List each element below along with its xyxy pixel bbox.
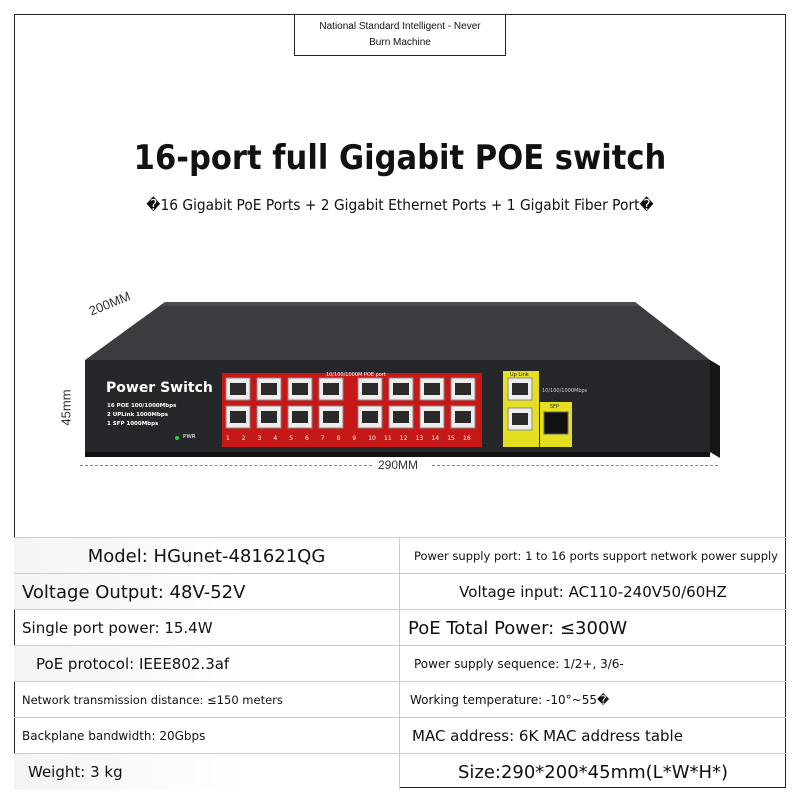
page-subtitle: �16 Gigabit PoE Ports + 2 Gigabit Ethern… [146, 196, 654, 214]
spec-row: Network transmission distance: ≤150 mete… [14, 681, 786, 718]
port-number-label: 15 [447, 435, 455, 442]
poe-port-top-8-socket [455, 383, 471, 395]
feature-line-3: 1 SFP 1000Mbps [107, 421, 159, 427]
port-number-label: 12 [400, 435, 408, 442]
width-dimension: 290MM [378, 458, 419, 472]
spec-row: Voltage Output: 48V-52V Voltage input: A… [14, 573, 786, 610]
brand-label: Power Switch [106, 380, 213, 396]
poe-port-top-5-socket [362, 383, 378, 395]
poe-port-top-3-socket [292, 383, 308, 395]
port-number-label: 10 [368, 435, 376, 442]
spec-weight: Weight: 3 kg [14, 754, 400, 790]
spec-working-temperature: Working temperature: -10°~55� [410, 693, 610, 707]
pwr-label: PWR [183, 434, 196, 440]
width-dimension-line-right [432, 465, 718, 466]
spec-power-supply-sequence: Power supply sequence: 1/2+, 3/6- [414, 657, 624, 671]
power-led-icon [175, 436, 179, 440]
port-number-label: 13 [416, 435, 424, 442]
poe-port-bottom-2-socket [261, 411, 277, 423]
port-number-label: 5 [289, 435, 293, 442]
uplink-port-1-socket [512, 383, 528, 395]
spec-row: Weight: 3 kg Size:290*200*45mm(L*W*H*) [14, 753, 786, 790]
spec-row: Single port power: 15.4W PoE Total Power… [14, 609, 786, 646]
spec-mac-address: MAC address: 6K MAC address table [412, 727, 683, 745]
spec-row: Backplane bandwidth: 20Gbps MAC address:… [14, 717, 786, 754]
width-dimension-line [80, 465, 372, 466]
poe-port-bottom-7-socket [424, 411, 440, 423]
spec-model: Model: HGunet-481621QG [14, 538, 400, 574]
uplink-label: Up Link [510, 372, 529, 378]
poe-port-label: 10/100/1000M POE port [326, 372, 386, 378]
spec-poe-total-power: PoE Total Power: ≤300W [408, 617, 628, 639]
poe-port-top-4-socket [323, 383, 339, 395]
port-number-label: 16 [463, 435, 471, 442]
port-number-label: 2 [242, 435, 246, 442]
port-number-label: 7 [321, 435, 325, 442]
spec-table: Model: HGunet-481621QG Power supply port… [14, 537, 786, 790]
port-number-label: 3 [258, 435, 262, 442]
spec-single-port-power: Single port power: 15.4W [14, 610, 400, 646]
poe-port-bottom-6-socket [393, 411, 409, 423]
feature-line-2: 2 UPLink 1000Mbps [107, 412, 169, 418]
port-number-label: 8 [337, 435, 341, 442]
speed-label: 10/100/1000Mbps [542, 388, 588, 394]
poe-port-top-7-socket [424, 383, 440, 395]
poe-port-bottom-3-socket [292, 411, 308, 423]
spec-row: Model: HGunet-481621QG Power supply port… [14, 537, 786, 574]
port-number-label: 9 [352, 435, 356, 442]
port-number-label: 14 [431, 435, 439, 442]
poe-port-bottom-5-socket [362, 411, 378, 423]
sfp-label: SFP [550, 404, 560, 410]
port-number-label: 4 [273, 435, 277, 442]
switch-top-face [85, 302, 710, 360]
spec-transmission-distance: Network transmission distance: ≤150 mete… [14, 682, 400, 718]
spec-voltage-output: Voltage Output: 48V-52V [14, 574, 400, 610]
poe-port-top-2-socket [261, 383, 277, 395]
spec-poe-protocol: PoE protocol: IEEE802.3af [14, 646, 400, 682]
poe-port-bottom-4-socket [323, 411, 339, 423]
port-number-label: 11 [384, 435, 392, 442]
spec-backplane-bandwidth: Backplane bandwidth: 20Gbps [14, 718, 400, 754]
poe-port-bottom-1-socket [230, 411, 246, 423]
feature-line-1: 16 POE 100/1000Mbps [107, 403, 177, 409]
spec-voltage-input: Voltage input: AC110-240V50/60HZ [459, 583, 727, 601]
spec-power-supply-port: Power supply port: 1 to 16 ports support… [414, 549, 778, 563]
port-number-label: 1 [226, 435, 230, 442]
sfp-slot [543, 411, 569, 435]
spec-size: Size:290*200*45mm(L*W*H*) [457, 761, 729, 783]
uplink-port-2-socket [512, 413, 528, 425]
spec-row: PoE protocol: IEEE802.3af Power supply s… [14, 645, 786, 682]
header-badge: National Standard Intelligent - Never Bu… [294, 14, 506, 56]
poe-port-top-1-socket [230, 383, 246, 395]
poe-port-top-6-socket [393, 383, 409, 395]
port-number-label: 6 [305, 435, 309, 442]
page-title: 16-port full Gigabit POE switch [133, 138, 667, 178]
height-dimension: 45mm [58, 389, 74, 426]
poe-port-bottom-8-socket [455, 411, 471, 423]
